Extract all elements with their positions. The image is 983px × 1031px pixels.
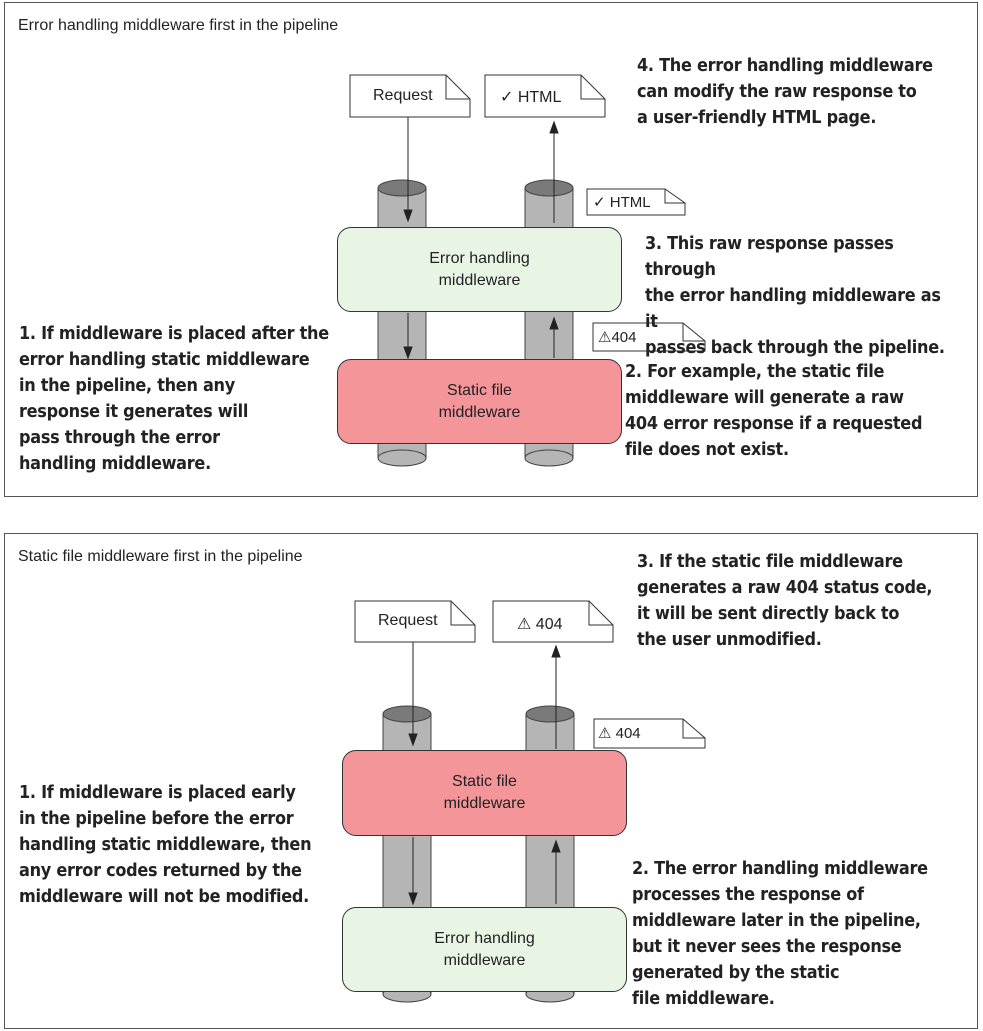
html-response-label: ✓ HTML — [500, 89, 562, 106]
static-file-middleware-box: Static file middleware — [342, 750, 627, 836]
note-2: 2. The error handling middleware process… — [632, 859, 928, 1009]
diagram-static-first: Static file middleware first in the pipe… — [4, 533, 978, 1029]
diagram-error-first: Error handling middleware first in the p… — [4, 2, 978, 497]
diagram-title: Static file middleware first in the pipe… — [18, 548, 303, 565]
html-response-document — [484, 74, 606, 118]
raw-404-tag — [592, 322, 706, 352]
note-3: 3. This raw response passes through the … — [645, 234, 945, 358]
html-response-tag — [586, 188, 686, 216]
diagram-title: Error handling middleware first in the p… — [18, 17, 339, 34]
static-file-middleware-box: Static file middleware — [337, 359, 622, 444]
flow-arrows — [403, 117, 559, 360]
request-label: Request — [373, 87, 433, 104]
flow-arrows — [408, 642, 561, 906]
raw-404-label: ⚠ 404 — [598, 725, 641, 742]
raw-404-tag — [593, 718, 706, 749]
error-handling-middleware-box: Error handling middleware — [342, 907, 627, 992]
note-1: 1. If middleware is placed after the err… — [19, 324, 329, 474]
request-label: Request — [378, 612, 438, 629]
raw-404-label: ⚠404 — [598, 329, 637, 346]
note-2: 2. For example, the static file middlewa… — [625, 362, 923, 460]
request-document — [349, 74, 471, 118]
404-response-document — [492, 600, 614, 643]
request-document — [354, 600, 476, 643]
note-3: 3. If the static file middleware generat… — [637, 552, 933, 650]
note-4: 4. The error handling middleware can mod… — [637, 56, 933, 128]
note-1: 1. If middleware is placed early in the … — [19, 783, 312, 907]
error-handling-middleware-box: Error handling middleware — [337, 227, 622, 312]
html-tag-label: ✓ HTML — [593, 194, 651, 211]
404-response-label: ⚠ 404 — [517, 616, 563, 633]
